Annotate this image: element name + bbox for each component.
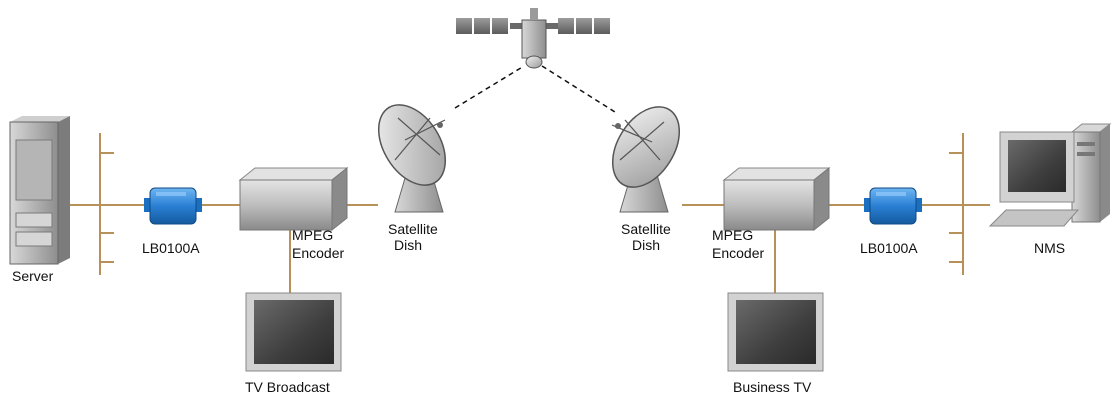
label-business-tv: Business TV <box>733 379 812 395</box>
mpeg-encoder-right-icon <box>722 166 831 232</box>
label-tv-broadcast: TV Broadcast <box>245 379 330 395</box>
downlink-line <box>541 65 616 113</box>
satellite-dish-right-icon <box>611 106 681 213</box>
label-dish-left-line2: Dish <box>394 237 422 253</box>
satellite-icon <box>456 8 610 69</box>
mpeg-encoder-left-icon <box>238 166 349 232</box>
tv-broadcast-monitor-icon <box>245 292 342 372</box>
lb0100a-left-icon <box>144 187 202 225</box>
label-mpeg-right-line2: Encoder <box>712 245 764 261</box>
nms-workstation-icon <box>988 123 1112 227</box>
labels: Server LB0100A MPEG Encoder Satellite Di… <box>12 221 1065 395</box>
satellite-links <box>454 65 616 113</box>
uplink-line <box>454 65 525 109</box>
cables <box>70 133 990 293</box>
label-lb0100a-left: LB0100A <box>142 240 200 256</box>
label-mpeg-left-line2: Encoder <box>292 245 344 261</box>
lb0100a-right-icon <box>864 187 922 225</box>
business-tv-monitor-icon <box>727 292 824 372</box>
label-dish-left-line1: Satellite <box>388 221 438 237</box>
server-icon <box>9 116 70 265</box>
satellite-dish-left-icon <box>377 104 447 213</box>
label-mpeg-left-line1: MPEG <box>292 227 333 243</box>
label-dish-right-line2: Dish <box>632 237 660 253</box>
label-server: Server <box>12 268 54 284</box>
label-lb0100a-right: LB0100A <box>860 240 918 256</box>
label-nms: NMS <box>1034 240 1065 256</box>
label-mpeg-right-line1: MPEG <box>712 227 753 243</box>
label-dish-right-line1: Satellite <box>621 221 671 237</box>
